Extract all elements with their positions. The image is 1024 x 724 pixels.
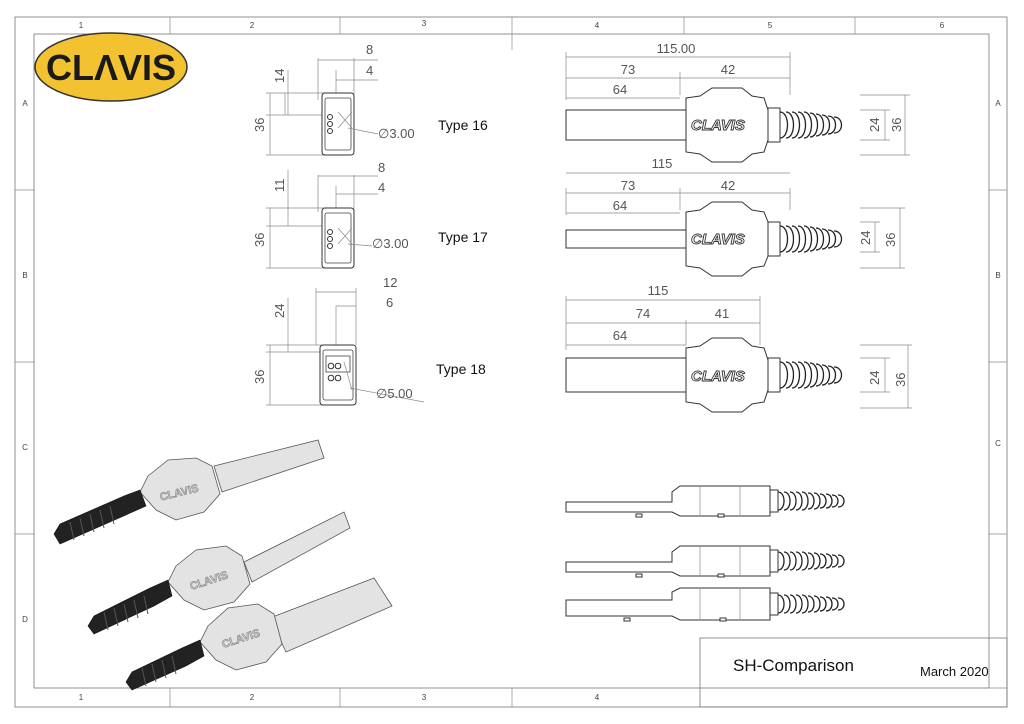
row-ref-left-A: A — [22, 99, 28, 108]
top-view-1-dim-c: 64 — [613, 82, 627, 97]
col-ref-top-4: 4 — [595, 21, 600, 30]
iso-view-type-16: CLAVIS — [53, 439, 325, 545]
col-ref-bottom-4: 4 — [595, 693, 600, 702]
type-17-dim-11: 11 — [272, 179, 287, 193]
row-ref-right-B: B — [995, 271, 1000, 280]
type-17-dim-4: 4 — [378, 180, 385, 195]
type-17-dim-36: 36 — [252, 233, 267, 247]
iso-view-type-18: CLAVIS — [125, 577, 393, 691]
top-view-type-18: CLAVIS 115 74 41 64 24 36 — [565, 283, 912, 413]
top-view-1-brand: CLAVIS — [691, 117, 745, 134]
top-view-3-brand: CLAVIS — [691, 368, 745, 385]
side-profile-1 — [565, 485, 845, 518]
col-ref-top-2: 2 — [250, 21, 255, 30]
type-16-label: Type 16 — [438, 117, 488, 133]
type-17-hole: ∅3.00 — [372, 236, 409, 251]
col-ref-bottom-2: 2 — [250, 693, 255, 702]
top-view-2-total: 115 — [652, 156, 673, 171]
col-ref-top-3: 3 — [422, 19, 427, 28]
top-view-3-dim-a: 74 — [636, 306, 650, 321]
type-16-hole: ∅3.00 — [378, 126, 415, 141]
top-view-2-dim-c: 64 — [613, 198, 627, 213]
clavis-logo: CLΛVIS — [34, 32, 188, 102]
type-18-hole: ∅5.00 — [376, 386, 413, 401]
type-17-label: Type 17 — [438, 229, 488, 245]
drawing-date: March 2020 — [920, 664, 989, 679]
top-view-1-dim-a: 73 — [621, 62, 635, 77]
sheet-frame — [14, 16, 1008, 708]
border-references: 1 2 3 4 5 6 1 2 3 4 A B C D A B C — [22, 19, 1001, 702]
top-view-1-total: 115.00 — [657, 41, 696, 56]
top-view-type-16: CLAVIS 115.00 73 42 64 24 36 — [565, 41, 910, 163]
side-profile-3 — [565, 587, 845, 622]
top-view-2-h2: 36 — [883, 233, 898, 247]
type-17-dim-8: 8 — [378, 160, 385, 175]
iso-view-type-17: CLAVIS — [87, 511, 351, 635]
row-ref-left-B: B — [22, 271, 27, 280]
col-ref-bottom-1: 1 — [79, 693, 84, 702]
top-view-1-dim-b: 42 — [721, 62, 735, 77]
type-16-dim-4: 4 — [366, 63, 373, 78]
top-view-3-total: 115 — [648, 283, 669, 298]
top-view-type-17: CLAVIS 115 73 42 64 24 36 — [565, 156, 905, 277]
type-16-dim-14: 14 — [272, 69, 287, 83]
side-profile-2 — [565, 545, 845, 578]
top-view-1-h2: 36 — [889, 118, 904, 132]
top-view-3-dim-c: 64 — [613, 328, 627, 343]
row-ref-right-A: A — [995, 99, 1001, 108]
col-ref-top-5: 5 — [768, 21, 773, 30]
row-ref-right-C: C — [995, 439, 1001, 448]
end-view-type-16: 8 4 14 36 ∅3.00 Type 16 — [252, 42, 488, 156]
type-16-dim-36: 36 — [252, 118, 267, 132]
col-ref-top-1: 1 — [79, 21, 84, 30]
top-view-2-h1: 24 — [858, 231, 873, 245]
logo-text: CLΛVIS — [46, 47, 176, 88]
row-ref-left-C: C — [22, 443, 28, 452]
col-ref-bottom-3: 3 — [422, 693, 427, 702]
row-ref-left-D: D — [22, 615, 28, 624]
type-18-dim-24: 24 — [272, 304, 287, 318]
top-view-3-h1: 24 — [867, 371, 882, 385]
top-view-2-brand: CLAVIS — [691, 231, 745, 248]
end-view-type-17: 8 4 11 36 ∅3.00 Type 17 — [252, 160, 488, 269]
drawing-title: SH-Comparison — [733, 656, 854, 675]
type-18-label: Type 18 — [436, 361, 486, 377]
top-view-2-dim-a: 73 — [621, 178, 635, 193]
type-16-dim-8: 8 — [366, 42, 373, 57]
col-ref-top-6: 6 — [940, 21, 945, 30]
top-view-2-dim-b: 42 — [721, 178, 735, 193]
type-18-dim-12: 12 — [383, 275, 397, 290]
top-view-3-dim-b: 41 — [715, 306, 729, 321]
title-block: SH-Comparison March 2020 — [699, 637, 1008, 708]
type-18-dim-6: 6 — [386, 295, 393, 310]
type-18-dim-36: 36 — [252, 370, 267, 384]
end-view-type-18: 12 6 24 36 ∅5.00 Type 18 — [252, 275, 486, 406]
top-view-1-h1: 24 — [867, 118, 882, 132]
top-view-3-h2: 36 — [893, 373, 908, 387]
